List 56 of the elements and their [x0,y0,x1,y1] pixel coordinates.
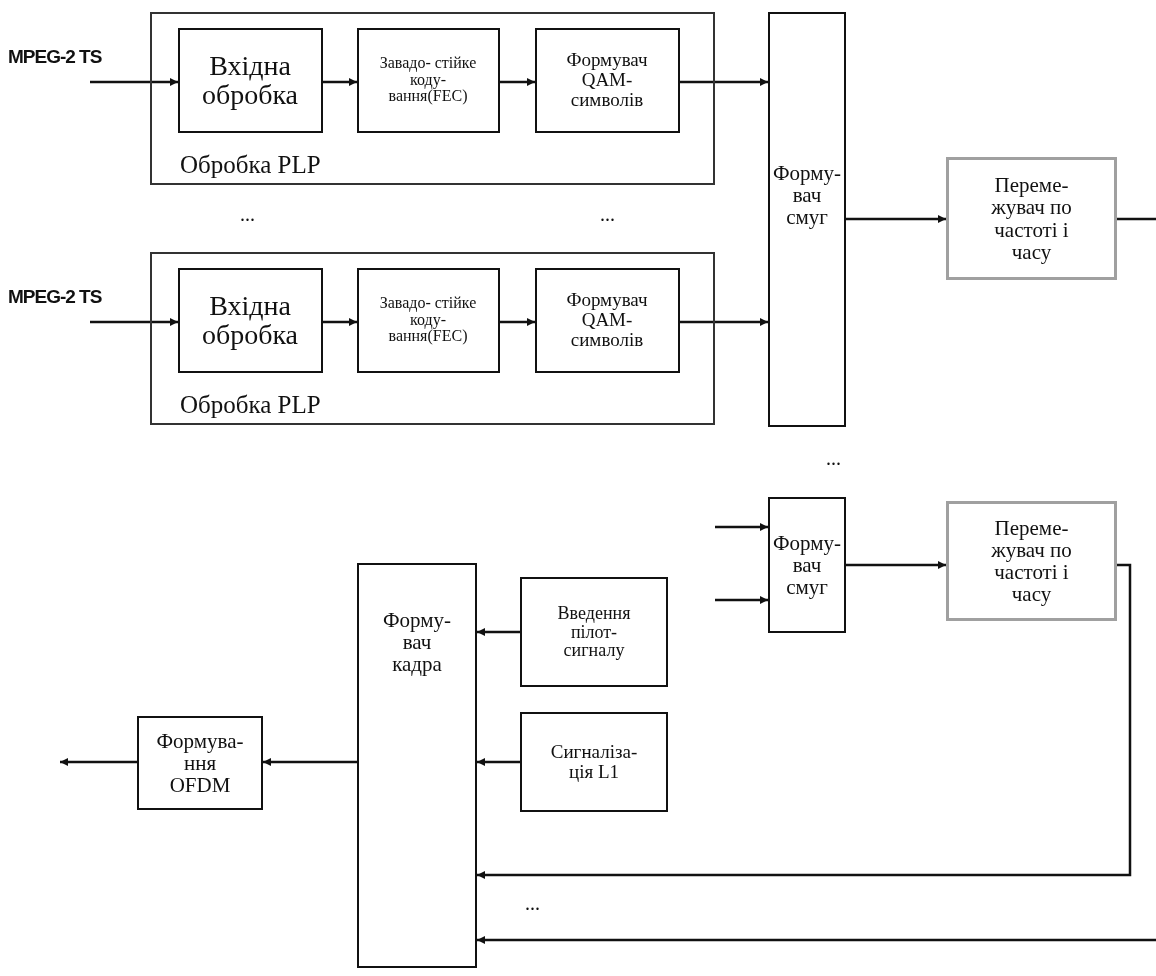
process-box [356,267,500,373]
group-title: Обробка PLP [180,391,321,419]
box-label: Сигналіза- ція L1 [549,742,639,782]
box-label: Формува- ння OFDM [155,729,245,797]
arrow [90,318,178,326]
process-box [356,27,500,133]
arrow [323,78,357,86]
box-label: Вхідна обробка [200,290,300,350]
arrow [263,758,357,766]
process-box [534,267,680,373]
arrow [715,523,768,531]
edge-label: MPEG-2 TS [8,286,102,308]
box-label: Завадо- стійке коду- вання(FEC) [378,54,478,106]
arrow [846,215,946,223]
group-box [150,252,715,425]
box-label: Завадо- стійке коду- вання(FEC) [378,294,478,346]
box-label: Формувач QAM- символів [565,50,649,110]
arrow [477,758,520,766]
process-box [520,577,668,687]
process-box [946,157,1117,280]
arrow [715,596,768,604]
ellipsis-note: ... [525,893,540,913]
ellipsis-note: ... [826,448,841,468]
arrow [60,758,137,766]
arrow [680,78,768,86]
process-box [177,267,323,373]
arrow [477,563,1132,879]
process-box [946,501,1117,621]
box-label: Форму- вач смуг [772,531,842,599]
process-box [768,497,846,633]
process-box [177,27,323,133]
ellipsis-note: ... [240,204,255,224]
box-label: Форму- вач кадра [381,609,453,676]
arrow [500,318,535,326]
process-box [534,27,680,133]
process-box [768,12,846,427]
box-label: Форму- вач смуг [772,162,842,229]
arrow [323,318,357,326]
group-box [150,12,715,185]
arrow [846,561,946,569]
box-label: Переме- жувач по частоті і часу [990,174,1073,263]
arrow [680,318,768,326]
ellipsis-note: ... [600,204,615,224]
process-box [357,563,477,968]
edge-label: MPEG-2 TS [8,46,102,68]
group-title: Обробка PLP [180,151,321,179]
arrow [477,936,1156,944]
process-box [520,712,668,812]
box-label: Вхідна обробка [200,50,300,110]
box-label: Переме- жувач по частоті і часу [990,516,1073,606]
arrow [500,78,535,86]
arrow [477,628,520,636]
arrow [90,78,178,86]
box-label: Введення пілот- сигналу [556,603,632,661]
process-box [137,716,263,810]
box-label: Формувач QAM- символів [565,290,649,350]
